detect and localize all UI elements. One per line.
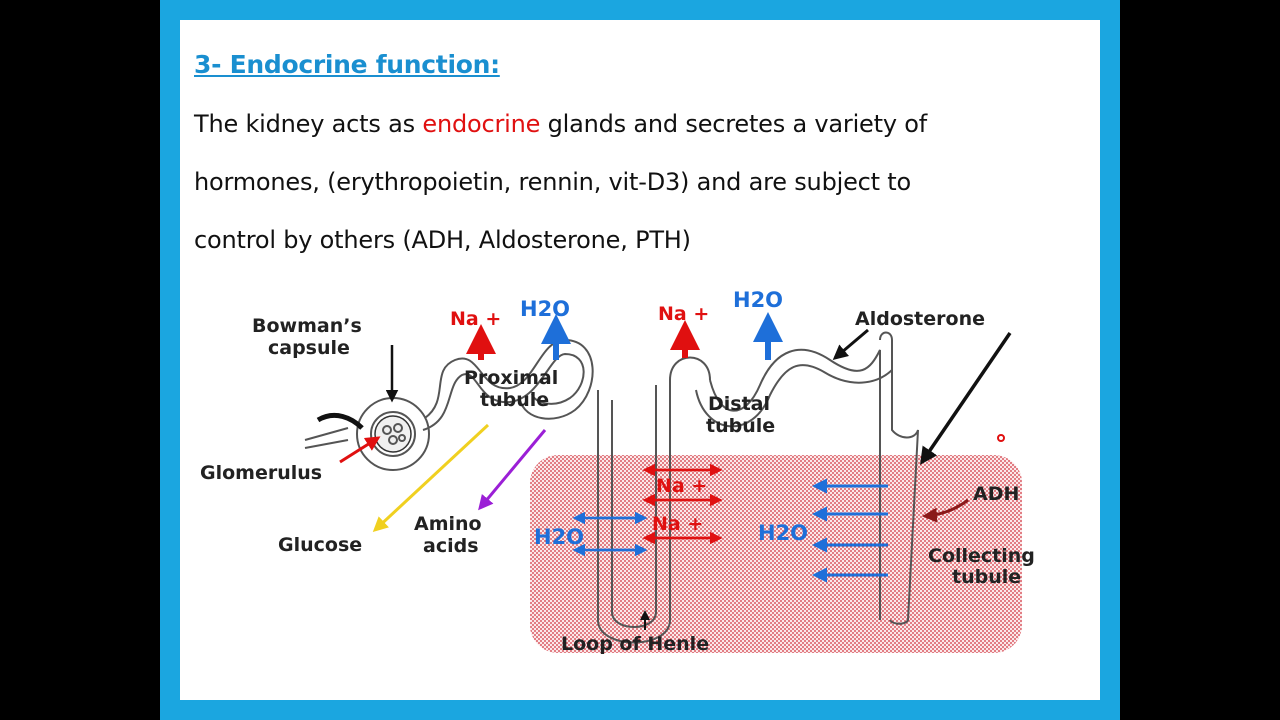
na-label-proximal: Na + xyxy=(450,308,501,330)
paragraph-line-2: hormones, (erythropoietin, rennin, vit-D… xyxy=(194,168,911,196)
amino-acids-arrow xyxy=(478,429,547,511)
adh-label: ADH xyxy=(973,483,1019,505)
na-label-distal: Na + xyxy=(658,303,709,325)
distal-label-2: tubule xyxy=(706,415,775,437)
loop-sodium-arrows xyxy=(642,463,723,545)
h2o-label-distal: H2O xyxy=(733,288,783,312)
na-label-loop-1: Na + xyxy=(656,475,707,497)
loop-of-henle-label: Loop of Henle xyxy=(561,633,709,655)
efferent-vessel xyxy=(316,413,364,430)
bowmans-label-2: capsule xyxy=(268,337,350,359)
marker-dot xyxy=(997,434,1005,442)
proximal-label-1: Proximal xyxy=(464,367,558,389)
paragraph-line-3: control by others (ADH, Aldosterone, PTH… xyxy=(194,226,691,254)
aldosterone-arrow-collecting xyxy=(920,332,1012,465)
endocrine-highlight: endocrine xyxy=(422,110,541,138)
h2o-label-proximal: H2O xyxy=(520,297,570,321)
glucose-label: Glucose xyxy=(278,534,362,556)
amino-label-2: acids xyxy=(423,535,479,557)
adh-arrow xyxy=(922,498,969,523)
glomerulus-label: Glomerulus xyxy=(200,462,322,484)
na-label-loop-2: Na + xyxy=(652,513,703,535)
proximal-label-2: tubule xyxy=(480,389,549,411)
collecting-water-arrows xyxy=(812,478,888,583)
glucose-arrow xyxy=(372,423,490,533)
line1-prefix: The kidney acts as xyxy=(194,110,423,138)
collecting-label-1: Collecting xyxy=(928,545,1035,567)
tubule-outline xyxy=(304,331,919,644)
collecting-label-2: tubule xyxy=(952,566,1021,588)
distal-label-1: Distal xyxy=(708,393,770,415)
loop-water-arrows xyxy=(572,511,648,557)
glomerulus-arrow xyxy=(339,436,381,464)
slide-heading: 3- Endocrine function: xyxy=(194,50,500,79)
h2o-label-loop: H2O xyxy=(534,525,584,549)
paragraph-line-1: The kidney acts as endocrine glands and … xyxy=(194,110,1084,138)
h2o-label-collecting: H2O xyxy=(758,521,808,545)
aldosterone-arrow-distal xyxy=(832,328,869,360)
bowmans-label-1: Bowman’s xyxy=(252,315,362,337)
line1-suffix: glands and secretes a variety of xyxy=(540,110,928,138)
aldosterone-label: Aldosterone xyxy=(855,308,985,330)
amino-label-1: Amino xyxy=(414,513,482,535)
